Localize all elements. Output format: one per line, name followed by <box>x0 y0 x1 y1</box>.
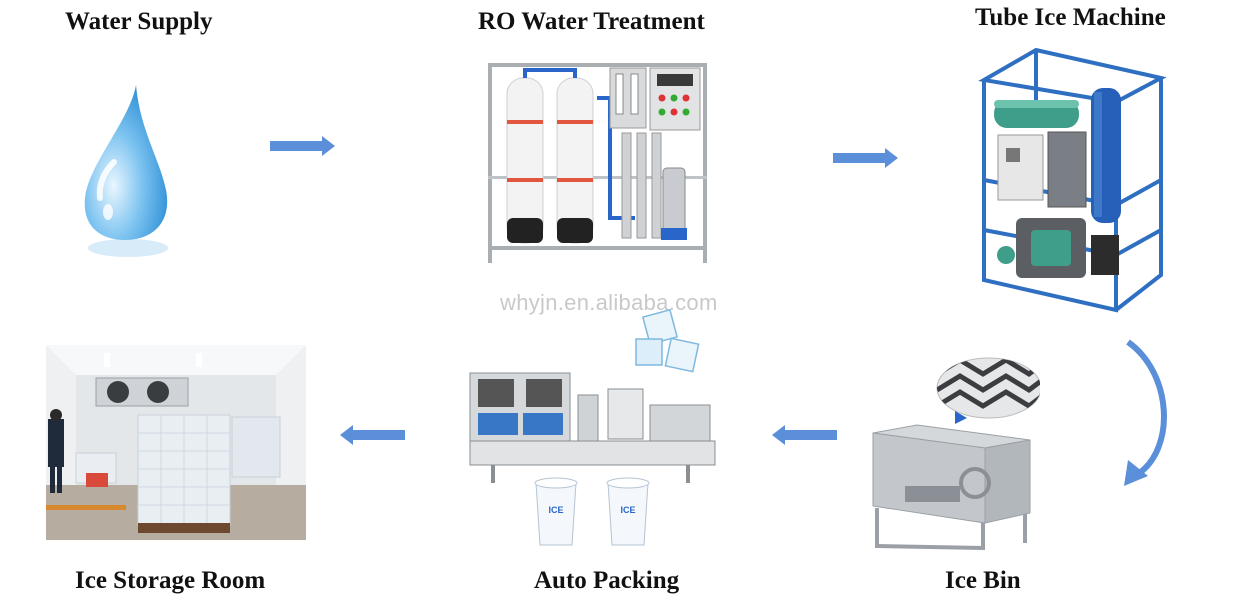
arrow-curved-down-icon <box>1120 338 1178 488</box>
arrow-left-2-icon <box>340 425 406 445</box>
auto-packing-machine-image <box>468 305 720 550</box>
water-drop-icon <box>70 80 190 265</box>
cup-logo-left: ICE <box>548 505 564 515</box>
arrow-right-1-icon <box>270 136 336 156</box>
ice-bin-image <box>865 348 1040 553</box>
cup-logo-right: ICE <box>620 505 636 515</box>
ice-storage-room-image <box>46 345 306 540</box>
step-label-ice-bin: Ice Bin <box>945 567 1021 594</box>
step-label-auto-packing: Auto Packing <box>534 567 680 594</box>
step-label-tube-ice-machine: Tube Ice Machine <box>975 4 1166 31</box>
arrow-left-1-icon <box>772 425 838 445</box>
arrow-right-2-icon <box>833 148 899 168</box>
step-label-ro-water-treatment: RO Water Treatment <box>478 8 705 35</box>
step-label-water-supply: Water Supply <box>65 8 213 35</box>
watermark: whyjn.en.alibaba.com <box>500 290 718 315</box>
step-label-ice-storage-room: Ice Storage Room <box>75 567 266 594</box>
ro-water-treatment-image <box>485 58 710 266</box>
tube-ice-machine-image <box>976 40 1168 318</box>
